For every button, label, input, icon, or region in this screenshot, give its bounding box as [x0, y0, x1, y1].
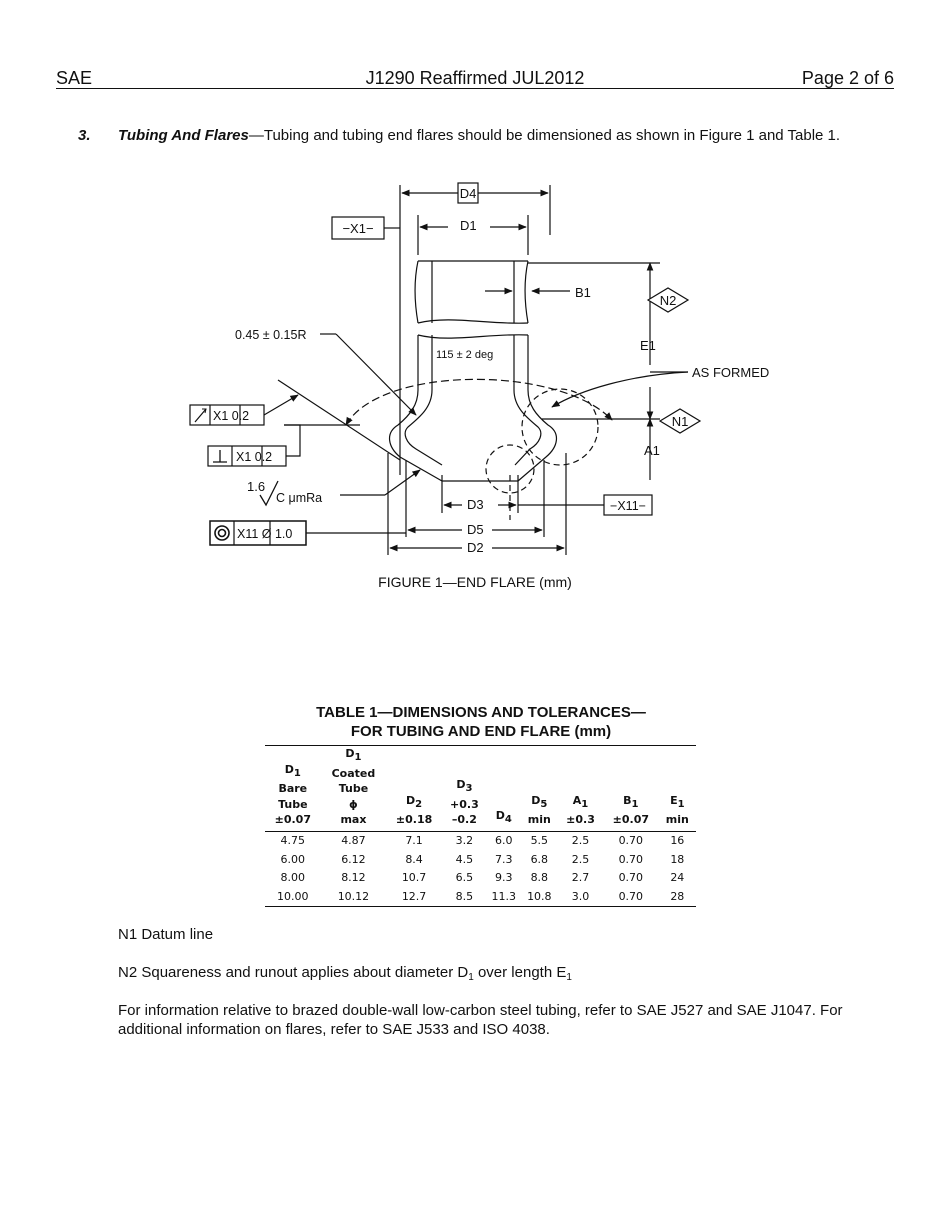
table-cell: 4.87 [341, 834, 366, 848]
table-cell: 28 [658, 887, 696, 907]
col-d4: D4 [486, 745, 521, 832]
note-n2: N2 Squareness and runout applies about d… [118, 964, 572, 983]
col-a1: A1±0.3 [557, 745, 604, 832]
table-cell: 3.0 [557, 887, 604, 907]
table-caption: TABLE 1—DIMENSIONS AND TOLERANCES— FOR T… [0, 703, 950, 741]
table-cell: 8.4 [405, 852, 423, 866]
concentricity-label: X11 Ø 1.0 [237, 527, 292, 541]
table-cell: 2.7 [571, 871, 590, 885]
roughness-unit: C μmRa [276, 491, 322, 505]
col-d3: D3+0.3–0.2 [441, 745, 487, 832]
x1-datum-label: −X1− [342, 221, 373, 236]
table-cell: 24 [670, 871, 685, 885]
table-cell: 10.12 [320, 887, 387, 907]
table-cell: 10.8 [520, 887, 558, 907]
table-cell: 8.5 [441, 887, 487, 907]
table-cell: 5.5 [530, 834, 549, 848]
header-doc-id: J1290 Reaffirmed JUL2012 [365, 68, 585, 88]
table-cell: 0.70 [603, 887, 659, 907]
table-cell: 16 [670, 834, 685, 848]
table-cell: 18 [670, 852, 685, 866]
table-cell: 11.3 [486, 887, 521, 907]
table-cell: 4.75 [280, 834, 306, 848]
d1-label: D1 [460, 218, 477, 233]
roughness-value: 1.6 [247, 479, 265, 494]
page-header: SAE J1290 Reaffirmed JUL2012 Page 2 of 6 [56, 68, 894, 89]
section-text: —Tubing and tubing end flares should be … [248, 127, 841, 144]
note-n1: N1 Datum line [118, 926, 214, 943]
radius-label: 0.45 ± 0.15R [235, 328, 307, 342]
table-cell: 10.00 [265, 887, 321, 907]
x11-datum-label: −X11− [610, 499, 646, 513]
table-cell: 0.70 [618, 852, 644, 866]
col-d2: D2±0.18 [386, 745, 442, 832]
table-cell: 6.8 [530, 852, 549, 866]
reference-paragraph: For information relative to brazed doubl… [118, 1002, 843, 1038]
as-formed-label: AS FORMED [692, 365, 769, 380]
d3-label: D3 [467, 497, 484, 512]
table-caption-line1: TABLE 1—DIMENSIONS AND TOLERANCES— [316, 704, 646, 721]
table-cell: 3.2 [455, 834, 474, 848]
table-row: 4.75 4.87 7.1 3.2 6.0 5.5 2.5 0.70 16 [265, 831, 696, 850]
table-cell: 6.00 [280, 852, 306, 866]
table-row: 8.00 8.12 10.7 6.5 9.3 8.8 2.7 0.70 24 [265, 869, 696, 888]
section-paragraph: 3. Tubing And Flares—Tubing and tubing en… [78, 127, 840, 144]
table-cell: 8.12 [341, 871, 366, 885]
table-cell: 7.1 [405, 834, 423, 848]
section-number: 3. [78, 127, 91, 144]
n2-label: N2 [660, 293, 677, 308]
table-cell: 0.70 [618, 871, 644, 885]
col-b1: B1±0.07 [603, 745, 659, 832]
table-cell: 8.8 [530, 871, 549, 885]
table-row: 6.00 6.12 8.4 4.5 7.3 6.8 2.5 0.70 18 [265, 850, 696, 869]
table-cell: 9.3 [495, 871, 513, 885]
end-flare-drawing: D4 −X1− D1 B1 N2 E1 0.45 ± 0.15R 115 ± 2… [189, 182, 769, 555]
table-caption-line2: FOR TUBING AND END FLARE (mm) [350, 723, 612, 740]
table-cell: 7.3 [495, 852, 513, 866]
table-cell: 8.00 [280, 871, 306, 885]
table-cell: 6.0 [495, 834, 513, 848]
b1-label: B1 [575, 285, 591, 300]
table-cell: 6.5 [455, 871, 474, 885]
header-page-number: Page 2 of 6 [801, 68, 894, 88]
table-cell: 2.5 [571, 852, 590, 866]
table-cell: 2.5 [571, 834, 590, 848]
table-cell: 4.5 [455, 852, 474, 866]
table-cell: 12.7 [386, 887, 442, 907]
angle-label: 115 ± 2 deg [436, 349, 493, 361]
section-title: Tubing And Flares [118, 127, 249, 144]
d2-label: D2 [467, 540, 484, 555]
e1-label: E1 [640, 338, 656, 353]
table-cell: 6.12 [341, 852, 366, 866]
header-org: SAE [56, 68, 93, 88]
a1-label: A1 [644, 443, 660, 458]
table-cell: 0.70 [618, 834, 644, 848]
figure-caption: FIGURE 1—END FLARE (mm) [378, 574, 572, 590]
d4-label: D4 [460, 186, 477, 201]
n1-label: N1 [672, 414, 689, 429]
table-cell: 10.7 [401, 871, 427, 885]
runout-label: X1 0.2 [213, 409, 249, 423]
d5-label: D5 [467, 522, 484, 537]
perpendicularity-label: X1 0.2 [236, 450, 272, 464]
